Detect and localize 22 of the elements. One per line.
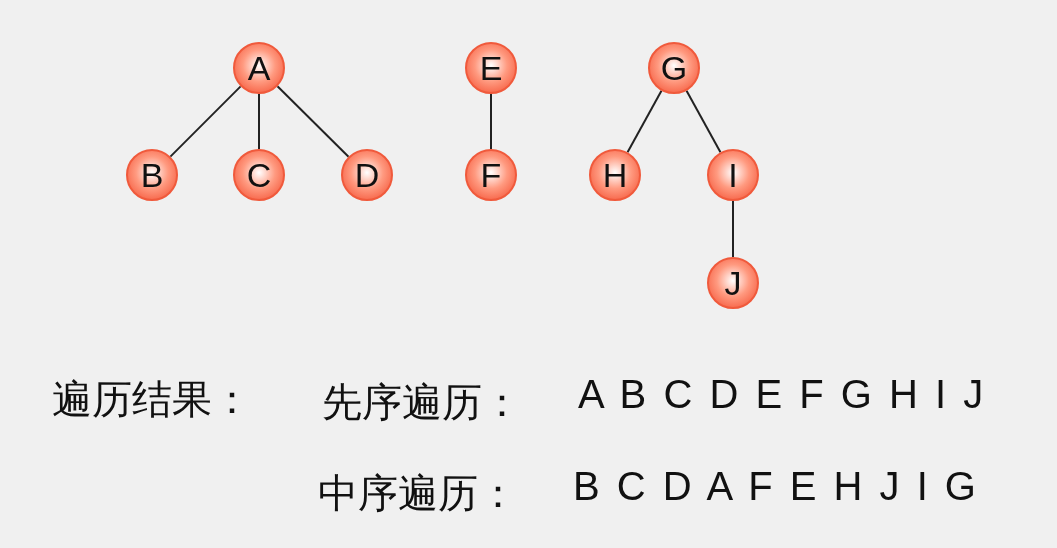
edge-line bbox=[685, 89, 722, 154]
edge-line bbox=[276, 85, 350, 158]
heading-text: 遍历结果： bbox=[52, 375, 252, 424]
row-label: 先序遍历： bbox=[322, 378, 522, 427]
tree-node-circle: D bbox=[341, 149, 393, 201]
tree-node-circle: I bbox=[707, 149, 759, 201]
tree-node-circle: H bbox=[589, 149, 641, 201]
tree-node-circle: F bbox=[465, 149, 517, 201]
edge-line bbox=[490, 93, 492, 150]
tree-node-circle: J bbox=[707, 257, 759, 309]
sequence-text: A B C D E F G H I J bbox=[578, 372, 984, 417]
edge-line bbox=[626, 89, 663, 154]
tree-node-circle: E bbox=[465, 42, 517, 94]
row-label: 中序遍历： bbox=[318, 469, 518, 518]
tree-node-circle: C bbox=[233, 149, 285, 201]
tree-node-circle: B bbox=[126, 149, 178, 201]
tree-node-circle: A bbox=[233, 42, 285, 94]
sequence-text: B C D A F E H J I G bbox=[573, 464, 976, 509]
tree-node-circle: G bbox=[648, 42, 700, 94]
edge-line bbox=[732, 200, 734, 258]
edge-line bbox=[169, 85, 242, 158]
edge-line bbox=[258, 93, 260, 150]
